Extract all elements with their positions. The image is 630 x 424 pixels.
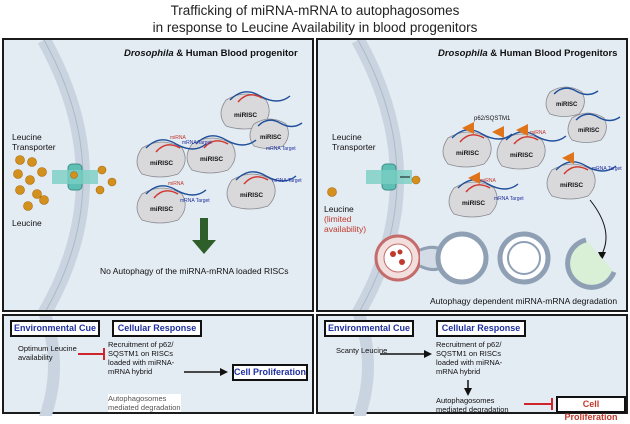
mirisc-complex-icons [442,86,607,218]
mirna-label: miRNA [168,181,184,187]
leucine-molecule-icons [13,155,117,211]
autophagosome-icons [374,231,617,290]
mrna-target-label: mRNA Target [266,146,296,152]
response-line-1: Recruitment of p62/ [108,340,174,349]
p62-label: p62/SQSTM1 [474,116,511,122]
response-line-3: loaded with miRNA- [108,358,175,367]
risc-label: miRISC [200,156,224,163]
leucine-note-line-2: availability) [324,224,367,234]
risc-label: miRISC [260,135,282,141]
leucine-molecule-icons [327,175,421,197]
right-response-text: Recruitment of p62/ SQSTM1 on RISCs load… [436,340,502,376]
heading-rest: & Human Blood Progenitors [487,48,618,59]
response-line-2: SQSTM1 on RISCs [108,349,174,358]
response-line-3: loaded with miRNA- [436,358,503,367]
mrna-target-label: mRNA Target [180,198,210,204]
right-panel-limited-leucine: Drosophila & Human Blood Progenitors Leu… [316,38,628,312]
risc-label: miRISC [578,128,600,134]
left-leucine-label: Leucine [12,218,42,228]
response-line-1: Recruitment of p62/ [436,340,502,349]
left-response-box: Cellular Response [112,320,202,337]
risc-label: miRISC [456,150,480,157]
risc-label: miRISC [560,182,584,189]
left-cue-text: Optimum Leucine availability [18,344,77,362]
degradation-line-1: Autophagosomes [108,394,167,403]
right-cue-text: Scanty Leucine [336,346,388,355]
leucine-note-line-1: (limited [324,214,352,224]
risc-label: miRISC [240,192,264,199]
right-panel-heading: Drosophila & Human Blood Progenitors [438,48,617,59]
response-line-4: mRNA hybrid [436,367,481,376]
mrna-target-label: mRNA Target [494,196,524,202]
right-response-box: Cellular Response [436,320,526,337]
leucine-transporter-icon [366,163,412,191]
left-transporter-label: Leucine Transporter [12,132,56,152]
left-statement: No Autophagy of the miRNA-mRNA loaded RI… [100,266,289,276]
mirna-label: miRNA [530,130,546,136]
right-transporter-label: Leucine Transporter [332,132,376,152]
figure-title-line-1: Trafficking of miRNA-mRNA to autophagoso… [170,3,460,18]
response-line-2: SQSTM1 on RISCs [436,349,502,358]
left-bottom-panel: Environmental Cue Optimum Leucine availa… [2,314,314,416]
mirna-mrna-strand-icons [145,91,303,199]
mrna-target-label: mRNA Target [592,166,622,172]
left-panel-optimum-leucine: Drosophila & Human Blood progenitor Leuc… [2,38,314,312]
left-panel-illustration [13,40,303,310]
right-leucine-label: Leucine (limited availability) [324,204,366,234]
risc-label: miRISC [556,102,578,108]
right-degradation-text: Autophagosomes mediated degradation [436,396,509,414]
transporter-label-line-2: Transporter [332,142,376,152]
degradation-line-1: Autophagosomes [436,396,495,405]
left-cue-box: Environmental Cue [10,320,100,337]
response-line-4: mRNA hybrid [108,367,153,376]
mirna-label: miRNA [170,135,186,141]
degradation-line-2: mediated degradation [108,403,181,412]
risc-label: miRISC [150,206,174,213]
right-statement: Autophagy dependent miRNA-mRNA degradati… [430,296,618,306]
left-outcome-box: Cell Proliferation [232,364,308,381]
transporter-label-line-2: Transporter [12,142,56,152]
heading-organism: Drosophila [124,48,174,59]
right-cue-box: Environmental Cue [324,320,414,337]
heading-rest: & Human Blood progenitor [173,48,298,59]
leucine-label: Leucine [324,204,354,214]
transporter-label-line-1: Leucine [12,132,42,142]
right-panel-illustration [327,40,621,310]
mrna-target-label: mRNA Target [182,140,212,146]
mirna-label: miRNA [480,178,496,184]
transporter-label-line-1: Leucine [332,132,362,142]
p62-sqstm1-icons [462,122,574,184]
down-arrow-icon [192,218,216,254]
mirna-mrna-strand-icons [451,87,621,193]
curved-arrow [589,199,607,255]
risc-label: miRISC [234,112,258,119]
risc-label: miRISC [150,160,174,167]
cue-text-line-1: Optimum Leucine [18,344,77,353]
left-panel-heading: Drosophila & Human Blood progenitor [124,48,298,59]
left-degradation-text: Autophagosomes mediated degradation [108,394,181,412]
mirisc-complex-icons [136,93,289,224]
left-response-text: Recruitment of p62/ SQSTM1 on RISCs load… [108,340,174,376]
degradation-line-2: mediated degradation [436,405,509,414]
heading-organism: Drosophila [438,48,488,59]
risc-label: miRISC [510,152,534,159]
mrna-target-label: mRNA Target [272,178,302,184]
figure-title-line-2: in response to Leucine Availability in b… [152,20,478,35]
risc-label: miRISC [462,200,486,207]
right-bottom-panel: Environmental Cue Scanty Leucine Cellula… [316,314,628,422]
right-outcome-box: Cell Proliferation [556,396,626,422]
cue-text-line-2: availability [18,353,53,362]
